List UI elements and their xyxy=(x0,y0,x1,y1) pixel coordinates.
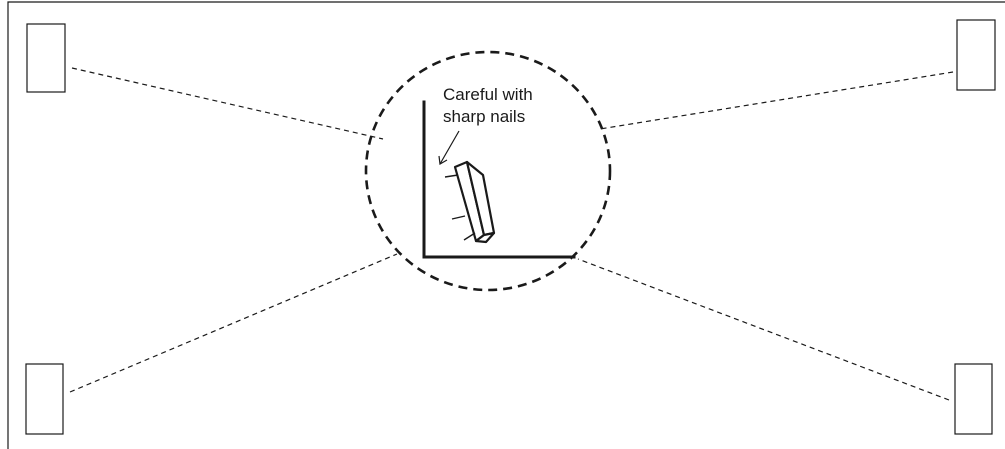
connector-line-bottom-left xyxy=(69,253,398,393)
callout-arrow xyxy=(438,130,460,165)
boundary-line xyxy=(7,1,1005,449)
board-with-nails xyxy=(444,160,496,244)
corner-post-top-left xyxy=(26,23,66,93)
callout-text-line-1: Careful with xyxy=(443,85,533,104)
nail xyxy=(444,174,459,178)
nail xyxy=(451,215,466,220)
callout-text-line-2: sharp nails xyxy=(443,107,525,126)
board-end xyxy=(474,231,496,244)
connector-line-bottom-right xyxy=(577,258,950,401)
wall-corner xyxy=(422,100,576,259)
corner-post-top-right xyxy=(956,19,996,91)
connector-line-top-right xyxy=(599,71,954,130)
nail xyxy=(463,232,476,241)
zoom-circle xyxy=(364,50,612,292)
corner-post-bottom-right xyxy=(954,363,993,435)
corner-post-bottom-left xyxy=(25,363,64,435)
connector-line-top-left xyxy=(71,67,384,140)
